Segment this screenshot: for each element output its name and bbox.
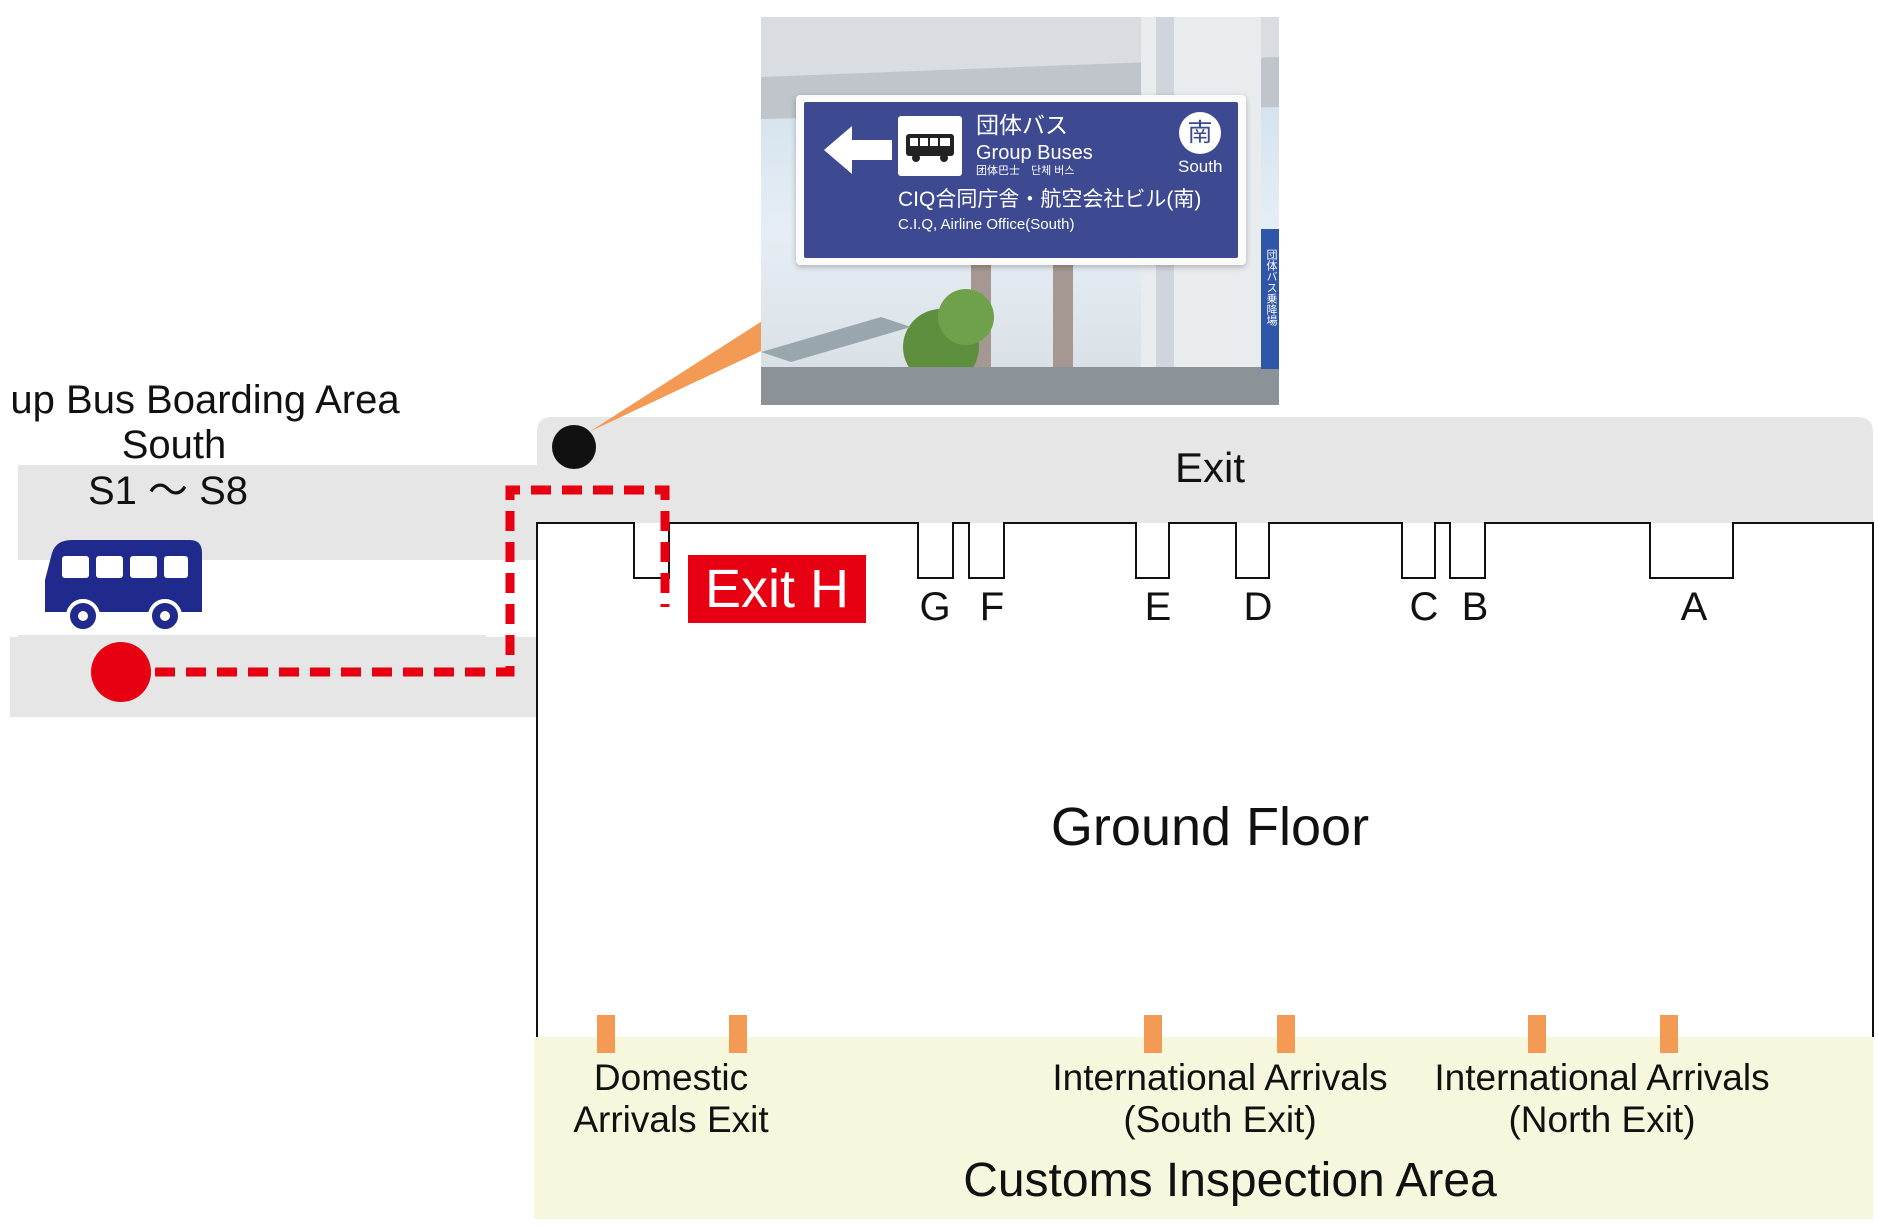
gate-b-label: B xyxy=(1461,585,1489,629)
intl-south-exit-marker xyxy=(1144,1015,1162,1053)
group-bus-sign: 団体バス Group Buses 团体巴士 단체 버스 南 South CIQ合… xyxy=(796,95,1246,265)
ground-floor-label: Ground Floor xyxy=(1050,797,1370,857)
intl-south-exit-marker xyxy=(1277,1015,1295,1053)
sign-title-en: Group Buses xyxy=(976,142,1093,164)
boarding-area-range: S1 ～ S8 xyxy=(87,469,249,513)
arrow-left-icon xyxy=(824,126,892,174)
intl-north-exit-line1: International Arrivals xyxy=(1434,1057,1770,1098)
intl-south-exit-line1: International Arrivals xyxy=(1052,1057,1388,1098)
intl-north-exit-line2: (North Exit) xyxy=(1508,1099,1696,1140)
boarding-area-lower xyxy=(10,637,538,717)
sign-subtitle: 团体巴士 단체 버스 xyxy=(976,165,1075,177)
intl-south-exit-line2: (South Exit) xyxy=(1123,1099,1317,1140)
sign-panel: 団体バス Group Buses 团体巴士 단체 버스 南 South CIQ合… xyxy=(804,102,1238,258)
side-sign-text: 団体バス乗降場 xyxy=(1265,249,1277,326)
building-outline xyxy=(536,522,1874,1037)
domestic-exit-line1: Domestic xyxy=(593,1057,749,1098)
customs-area-title: Customs Inspection Area xyxy=(963,1154,1497,1207)
domestic-exit-marker xyxy=(729,1015,747,1053)
gate-d-label: D xyxy=(1243,585,1273,629)
exit-corridor-label: Exit xyxy=(1174,444,1245,491)
sign-direction-en: South xyxy=(1178,157,1223,176)
bus-icon xyxy=(45,540,202,633)
sign-bus-icon xyxy=(898,116,962,176)
customs-area xyxy=(534,1037,1873,1219)
boarding-area-side: South xyxy=(121,423,227,467)
exit-h-tag: Exit H xyxy=(688,555,866,623)
sign-title-jp: 団体バス xyxy=(976,112,1068,138)
gate-a-label: A xyxy=(1680,585,1708,629)
sign-building-en: C.I.Q, Airline Office(South) xyxy=(898,216,1075,233)
domestic-exit-marker xyxy=(597,1015,615,1053)
gate-e-label: E xyxy=(1144,585,1172,629)
walking-route xyxy=(155,485,670,677)
gate-f-label: F xyxy=(979,585,1005,629)
sign-building-jp: CIQ合同庁舎・航空会社ビル(南) xyxy=(898,188,1202,211)
south-direction-badge: 南 xyxy=(1179,112,1221,154)
intl-north-exit-marker xyxy=(1660,1015,1678,1053)
exit-corridor xyxy=(537,417,1873,523)
photo-callout xyxy=(589,300,795,432)
start-point xyxy=(91,642,151,702)
gate-c-label: C xyxy=(1409,585,1439,629)
intl-north-exit-marker xyxy=(1528,1015,1546,1053)
boarding-area-title: up Bus Boarding Area xyxy=(10,378,400,422)
photo-location-marker xyxy=(552,425,596,469)
sign-photo: 団体バス Group Buses 团体巴士 단체 버스 南 South CIQ合… xyxy=(761,17,1279,405)
gate-g-label: G xyxy=(919,585,951,629)
customs-exit-markers xyxy=(597,1015,1678,1053)
domestic-exit-line2: Arrivals Exit xyxy=(573,1099,769,1140)
